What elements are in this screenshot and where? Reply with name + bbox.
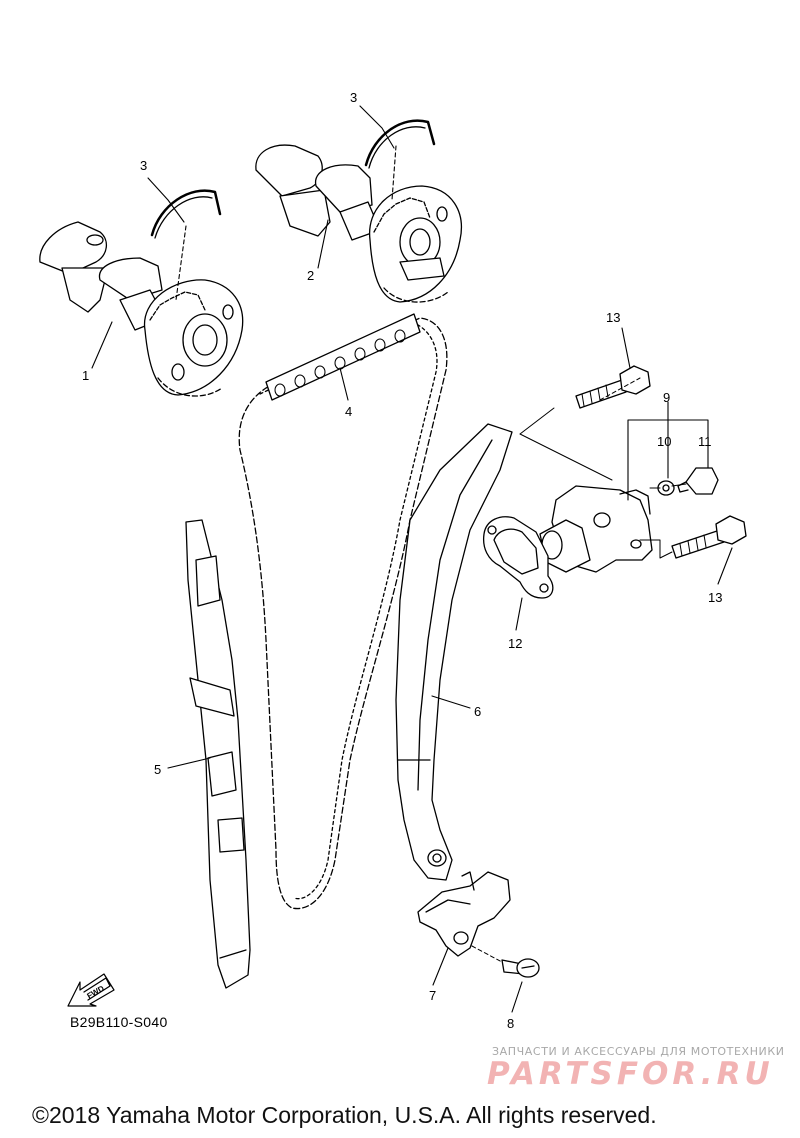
leader-lines (91, 105, 733, 1013)
cam-chain-4 (238, 313, 448, 910)
chain-guide-5 (185, 519, 251, 989)
diagram-reference-code: B29B110-S040 (70, 1014, 168, 1030)
camshaft-2 (255, 144, 462, 303)
bolt-13a (575, 365, 651, 409)
callout-3b: 3 (350, 90, 357, 105)
callout-1: 1 (82, 368, 89, 383)
callout-8: 8 (507, 1016, 514, 1031)
callout-10: 10 (657, 434, 671, 449)
fwd-arrow-icon: FWD (67, 973, 115, 1007)
copyright-notice: ©2018 Yamaha Motor Corporation, U.S.A. A… (32, 1102, 657, 1128)
callout-6: 6 (474, 704, 481, 719)
clip-3a (150, 189, 222, 239)
bolt-13b (671, 515, 747, 559)
screw-8 (471, 945, 540, 978)
callout-labels: 1 2 3 3 4 5 6 7 8 9 10 11 12 13 13 (82, 90, 722, 1031)
callout-13b: 13 (708, 590, 722, 605)
callout-12: 12 (508, 636, 522, 651)
chain-guide-6 (395, 423, 513, 881)
callout-9: 9 (663, 390, 670, 405)
callout-13a: 13 (606, 310, 620, 325)
stopper-guide-7 (417, 871, 511, 957)
bolt-11 (677, 467, 719, 495)
camshaft-1 (39, 221, 244, 397)
callout-2: 2 (307, 268, 314, 283)
callout-11: 11 (698, 434, 712, 449)
callout-7: 7 (429, 988, 436, 1003)
callout-5: 5 (154, 762, 161, 777)
gasket-12 (482, 516, 554, 599)
watermark-site: PARTSFOR.RU (487, 1056, 774, 1092)
washer-10 (657, 480, 675, 496)
clip-3b (364, 119, 436, 169)
callout-4: 4 (345, 404, 352, 419)
callout-3a: 3 (140, 158, 147, 173)
assembly-guide-lines (519, 407, 687, 559)
tensioner-9 (539, 485, 653, 573)
watermark-tagline: ЗАПЧАСТИ И АКСЕССУАРЫ ДЛЯ МОТОТЕХНИКИ (492, 1045, 785, 1058)
